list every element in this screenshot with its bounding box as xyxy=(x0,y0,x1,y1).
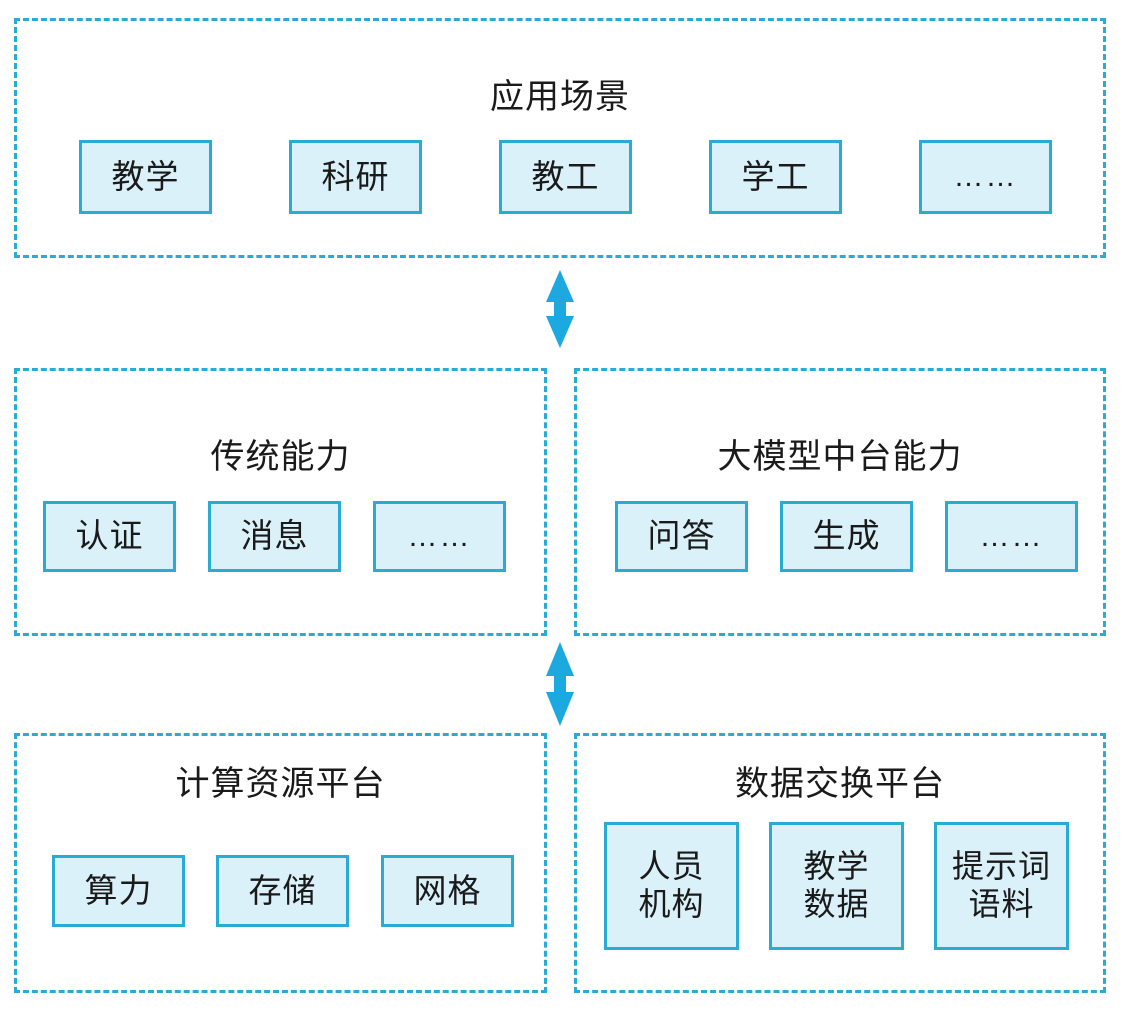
panel-data-exchange-platform-title: 数据交换平台 xyxy=(735,765,945,803)
panel-traditional-capability-title: 传统能力 xyxy=(210,438,351,476)
node-research[interactable]: 科研 xyxy=(289,140,422,214)
node-faculty-affairs[interactable]: 教工 xyxy=(499,140,632,214)
panel-application-scenarios: 应用场景 xyxy=(14,18,1106,258)
connector-application-to-capability xyxy=(538,268,582,350)
connector-capability-to-platform xyxy=(538,640,582,728)
node-personnel-organization[interactable]: 人员 机构 xyxy=(604,822,739,950)
panel-data-exchange-platform: 数据交换平台 xyxy=(574,733,1106,993)
node-teaching[interactable]: 教学 xyxy=(79,140,212,214)
panel-compute-resource-platform: 计算资源平台 xyxy=(14,733,547,993)
panel-traditional-capability: 传统能力 xyxy=(14,368,547,636)
double-arrow-vertical-icon xyxy=(546,270,574,348)
node-network-grid[interactable]: 网格 xyxy=(381,855,514,927)
node-storage[interactable]: 存储 xyxy=(216,855,349,927)
node-authentication[interactable]: 认证 xyxy=(43,501,176,572)
panel-application-scenarios-title: 应用场景 xyxy=(490,78,630,116)
panel-compute-resource-platform-title: 计算资源平台 xyxy=(175,765,386,803)
node-traditional-more[interactable]: …… xyxy=(373,501,506,572)
node-application-more[interactable]: …… xyxy=(919,140,1052,214)
node-qa[interactable]: 问答 xyxy=(615,501,748,572)
node-generation[interactable]: 生成 xyxy=(780,501,913,572)
node-messaging[interactable]: 消息 xyxy=(208,501,341,572)
node-teaching-data[interactable]: 教学 数据 xyxy=(769,822,904,950)
node-llm-more[interactable]: …… xyxy=(945,501,1078,572)
double-arrow-vertical-icon xyxy=(546,642,574,726)
panel-llm-platform-capability-title: 大模型中台能力 xyxy=(717,438,963,476)
panel-llm-platform-capability: 大模型中台能力 xyxy=(574,368,1106,636)
node-student-affairs[interactable]: 学工 xyxy=(709,140,842,214)
node-prompt-corpus[interactable]: 提示词 语料 xyxy=(934,822,1069,950)
node-computing-power[interactable]: 算力 xyxy=(52,855,185,927)
